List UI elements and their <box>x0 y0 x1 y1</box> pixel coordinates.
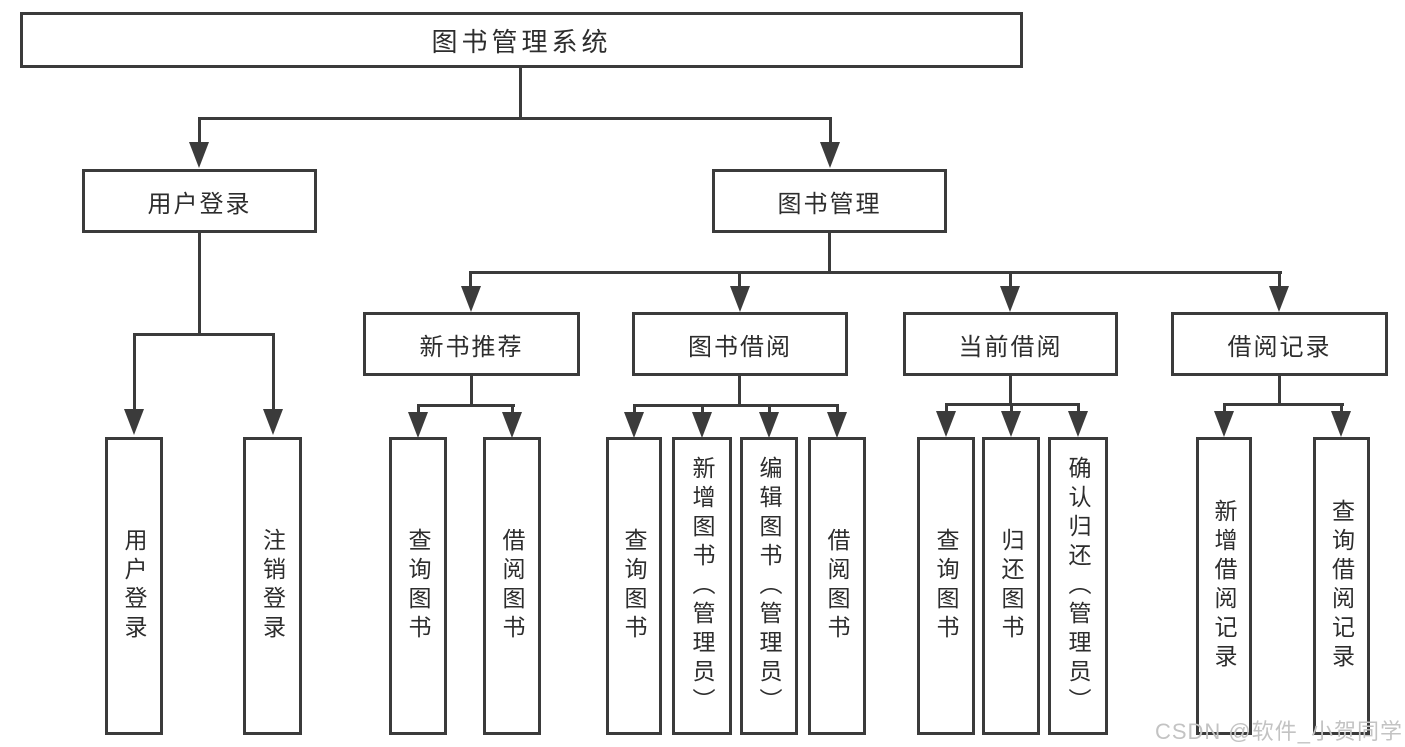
connector-line <box>1278 271 1281 287</box>
connector-line <box>417 404 515 407</box>
arrow-down-icon <box>1269 286 1289 312</box>
connector-line <box>417 404 420 414</box>
connector-line <box>768 404 771 414</box>
connector-line <box>633 404 636 414</box>
connector-line <box>828 233 831 274</box>
connector-line <box>1278 376 1281 406</box>
node-current-borrowing: 当前借阅 <box>903 312 1118 376</box>
node-return-books: 归还图书 <box>982 437 1040 735</box>
connector-line <box>738 271 741 287</box>
node-user-login: 用户登录 <box>82 169 317 233</box>
node-borrow-books: 借阅图书 <box>808 437 866 735</box>
node-query-books-recommend: 查询图书 <box>389 437 447 735</box>
arrow-down-icon <box>189 142 209 168</box>
connector-line <box>945 403 948 413</box>
node-book-management: 图书管理 <box>712 169 947 233</box>
node-query-books-current: 查询图书 <box>917 437 975 735</box>
arrow-down-icon <box>502 412 522 438</box>
arrow-down-icon <box>1214 411 1234 437</box>
connector-line <box>1077 403 1080 413</box>
arrow-down-icon <box>827 412 847 438</box>
node-confirm-return-admin: 确认归还（管理员） <box>1048 437 1108 735</box>
arrow-down-icon <box>759 412 779 438</box>
arrow-down-icon <box>1000 286 1020 312</box>
connector-line <box>511 404 514 414</box>
node-book-borrowing: 图书借阅 <box>632 312 848 376</box>
node-edit-books-admin: 编辑图书（管理员） <box>740 437 798 735</box>
arrow-down-icon <box>1331 411 1351 437</box>
connector-line <box>1009 376 1012 406</box>
node-library-management-system: 图书管理系统 <box>20 12 1023 68</box>
connector-line <box>633 404 839 407</box>
connector-line <box>1340 403 1343 413</box>
node-logout: 注销登录 <box>243 437 302 735</box>
arrow-down-icon <box>1068 411 1088 437</box>
connector-line <box>829 117 832 143</box>
arrow-down-icon <box>730 286 750 312</box>
node-add-books-admin: 新增图书（管理员） <box>672 437 732 735</box>
connector-line <box>1009 271 1012 287</box>
connector-line <box>1010 403 1013 413</box>
connector-line <box>738 376 741 407</box>
connector-line <box>470 376 473 407</box>
connector-line <box>133 333 275 336</box>
arrow-down-icon <box>1001 411 1021 437</box>
connector-line <box>272 333 275 410</box>
arrow-down-icon <box>624 412 644 438</box>
connector-line <box>519 68 522 118</box>
node-new-book-recommendation: 新书推荐 <box>363 312 580 376</box>
connector-line <box>1223 403 1226 413</box>
connector-line <box>701 404 704 414</box>
connector-line <box>470 271 1282 274</box>
connector-line <box>198 117 832 120</box>
arrow-down-icon <box>124 409 144 435</box>
arrow-down-icon <box>936 411 956 437</box>
connector-line <box>469 271 472 287</box>
node-add-borrow-record: 新增借阅记录 <box>1196 437 1252 735</box>
connector-line <box>198 233 201 336</box>
connector-line <box>198 117 201 143</box>
node-query-books-borrow: 查询图书 <box>606 437 662 735</box>
connector-line <box>1223 403 1344 406</box>
node-borrowing-records: 借阅记录 <box>1171 312 1388 376</box>
node-query-borrow-record: 查询借阅记录 <box>1313 437 1370 735</box>
node-borrow-books-recommend: 借阅图书 <box>483 437 541 735</box>
arrow-down-icon <box>263 409 283 435</box>
arrow-down-icon <box>461 286 481 312</box>
arrow-down-icon <box>692 412 712 438</box>
csdn-watermark: CSDN @软件_小贺同学 <box>1154 719 1403 744</box>
arrow-down-icon <box>408 412 428 438</box>
connector-line <box>836 404 839 414</box>
node-user-login-leaf: 用户登录 <box>105 437 163 735</box>
arrow-down-icon <box>820 142 840 168</box>
connector-line <box>133 333 136 410</box>
